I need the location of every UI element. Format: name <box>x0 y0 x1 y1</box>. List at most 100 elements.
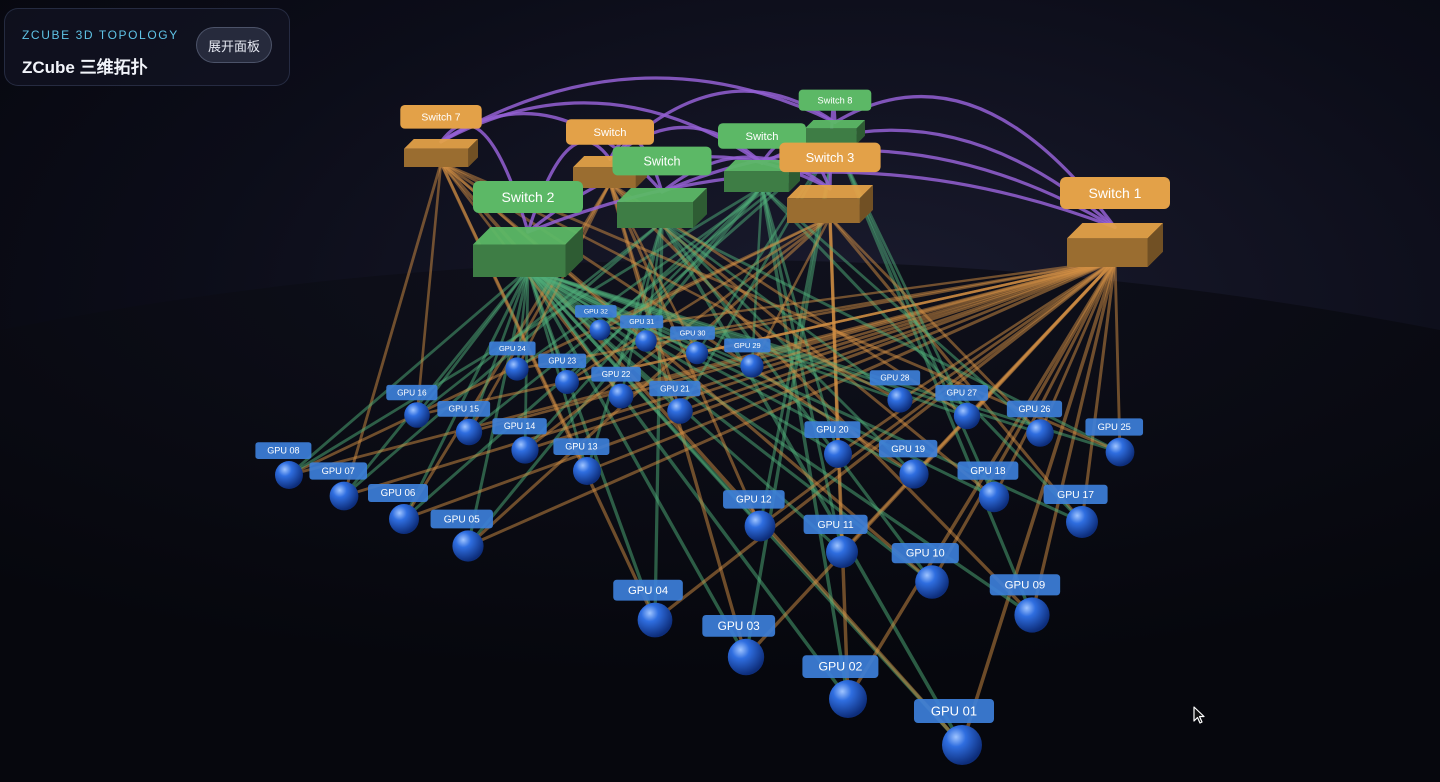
gpu-label-box <box>255 442 312 459</box>
gpu-label-text: GPU 20 <box>816 425 848 435</box>
gpu-node-14: GPU 14 <box>492 418 547 464</box>
switch-label-box <box>473 181 583 213</box>
switch-front <box>724 171 789 192</box>
link-switch-3-gpu-32 <box>598 216 832 332</box>
switch-top <box>473 227 583 245</box>
gpu-label-text: GPU 25 <box>1098 422 1131 432</box>
gpu-label-text: GPU 17 <box>1057 490 1094 501</box>
gpu-label-box <box>804 421 861 438</box>
gpu-node-20: GPU 20 <box>804 421 861 468</box>
link-switch-2-gpu-07 <box>342 268 530 498</box>
link-switch-1-gpu-28 <box>898 259 1117 402</box>
floor-plane <box>0 260 1440 782</box>
switch-front <box>617 202 693 228</box>
panel-title: ZCube 三维拓扑 <box>22 58 148 77</box>
gpu-sphere <box>589 319 611 341</box>
gpu-label-box <box>878 439 938 458</box>
switch-label-text: Switch 3 <box>806 150 855 165</box>
expand-panel-button[interactable]: 展开面板 <box>196 27 272 63</box>
gpu-node-11: GPU 11 <box>803 514 868 568</box>
gpu-label-text: GPU 14 <box>504 421 535 431</box>
gpu-label-box <box>553 438 610 455</box>
gpu-label-text: GPU 07 <box>322 466 355 476</box>
switch-label-box <box>566 119 654 145</box>
gpu-label-box <box>803 514 868 534</box>
link-switch-1-gpu-05 <box>466 258 1117 548</box>
switch-label-text: Switch 7 <box>421 113 460 124</box>
gpu-node-24: GPU 24 <box>489 341 536 381</box>
gpu-label-box <box>723 490 785 509</box>
gpu-label-text: GPU 22 <box>602 370 631 379</box>
gpu-sphere <box>685 341 709 365</box>
link-switch-1-gpu-18 <box>992 258 1117 499</box>
link-switch-3-gpu-23 <box>565 216 832 384</box>
gpu-label-text: GPU 32 <box>584 309 608 316</box>
switch-label-box <box>718 123 806 149</box>
gpu-label-text: GPU 31 <box>629 319 654 326</box>
gpu-label-text: GPU 18 <box>970 466 1006 477</box>
gpu-label-box <box>613 579 683 601</box>
gpu-node-21: GPU 21 <box>649 380 701 424</box>
gpu-sphere <box>899 459 929 489</box>
gpu-label-box <box>386 384 438 401</box>
link-switch-4-gpu-19 <box>660 220 916 476</box>
gpu-layer: GPU 32 GPU 31 GPU 30 GPU 29 GPU 24 GPU 23 GPU … <box>255 305 1144 765</box>
switch-label-text: Switch <box>643 155 680 169</box>
gpu-label-box <box>702 614 776 637</box>
link-switch-4-gpu-07 <box>342 220 664 498</box>
gpu-sphere <box>953 402 981 430</box>
link-switch-2-gpu-06 <box>402 268 530 521</box>
gpu-sphere <box>637 602 673 638</box>
gpu-node-23: GPU 23 <box>538 353 587 394</box>
link-switch-6-gpu-23 <box>565 185 764 384</box>
panel-eyebrow: ZCUBE 3D TOPOLOGY <box>22 28 179 42</box>
switch-top <box>787 185 873 199</box>
switch-node-4: Switch <box>612 146 712 228</box>
switch-label-box <box>612 146 712 176</box>
gpu-node-17: GPU 17 <box>1043 484 1108 538</box>
switch-label-box <box>798 89 872 111</box>
gpu-label-box <box>538 353 587 368</box>
gpu-sphere <box>275 461 303 489</box>
gpu-label-box <box>1085 418 1144 436</box>
gpu-sphere <box>511 436 539 464</box>
gpu-label-text: GPU 13 <box>565 442 597 452</box>
gpu-sphere <box>824 440 852 468</box>
gpu-label-text: GPU 29 <box>734 341 761 350</box>
gpu-node-27: GPU 27 <box>935 384 989 430</box>
gpu-label-text: GPU 24 <box>499 344 526 353</box>
gpu-node-06: GPU 06 <box>368 484 428 534</box>
gpu-sphere <box>829 680 867 718</box>
link-switch-3-gpu-20 <box>828 215 840 456</box>
arc-switch-7-switch-8 <box>439 76 837 144</box>
gpu-sphere <box>329 481 359 511</box>
link-switch-2-gpu-19 <box>526 268 916 476</box>
switch-front <box>1067 238 1148 267</box>
gpu-label-text: GPU 10 <box>906 548 945 560</box>
gpu-label-text: GPU 02 <box>818 660 862 674</box>
gpu-sphere <box>555 370 579 394</box>
gpu-label-text: GPU 30 <box>680 328 706 337</box>
link-switch-1-gpu-32 <box>598 259 1117 332</box>
gpu-label-text: GPU 15 <box>448 404 479 414</box>
gpu-node-19: GPU 19 <box>878 439 938 489</box>
gpu-sphere <box>1105 437 1135 467</box>
gpu-label-text: GPU 09 <box>1005 580 1046 592</box>
link-switch-1-gpu-06 <box>402 258 1117 521</box>
link-switch-1-gpu-07 <box>342 258 1117 498</box>
link-switch-6-gpu-29 <box>750 185 764 368</box>
switch-front <box>787 198 860 223</box>
gpu-label-text: GPU 23 <box>548 356 576 365</box>
gpu-sphere <box>404 402 430 428</box>
gpu-node-01: GPU 01 <box>914 699 994 765</box>
switch-label-text: Switch <box>746 131 779 143</box>
gpu-label-box <box>802 655 879 678</box>
link-switch-1-gpu-22 <box>619 259 1117 398</box>
switch-node-2: Switch 2 <box>473 181 583 277</box>
gpu-sphere <box>826 536 858 568</box>
gpu-label-text: GPU 12 <box>736 495 772 506</box>
gpu-node-15: GPU 15 <box>437 400 491 446</box>
gpu-label-box <box>935 384 989 401</box>
gpu-label-text: GPU 19 <box>891 444 925 455</box>
